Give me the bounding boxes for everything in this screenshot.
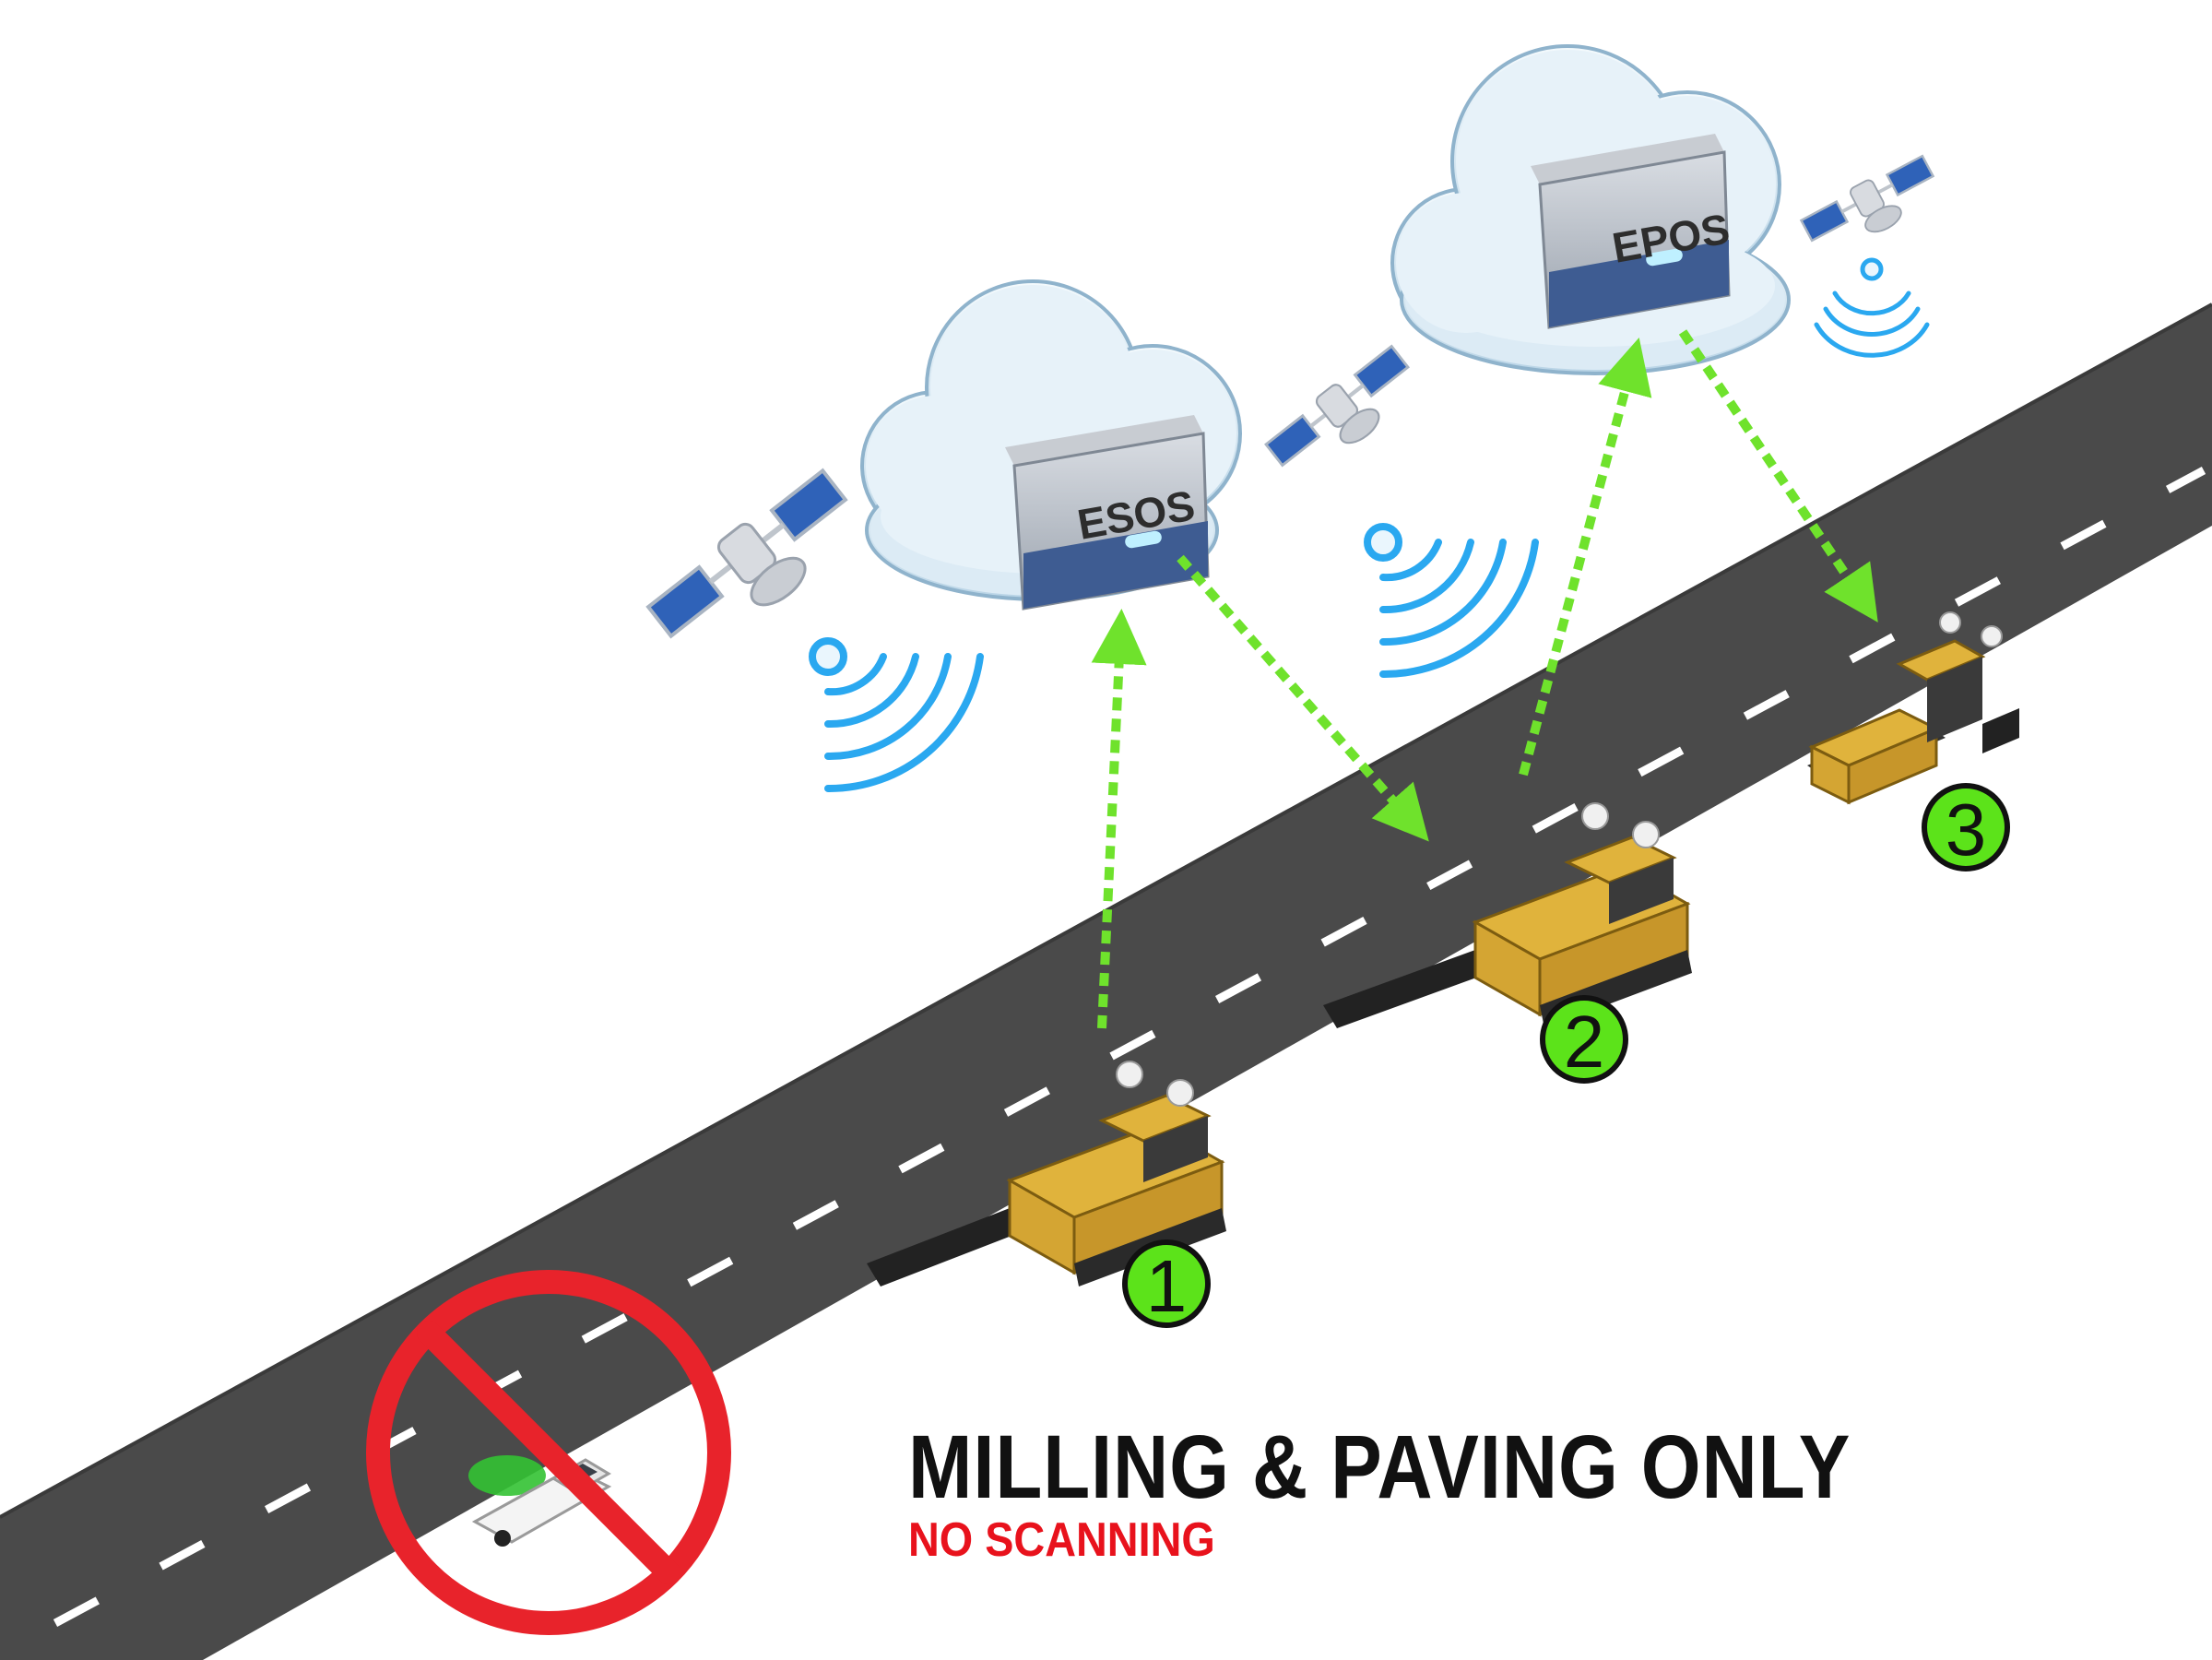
- cloud-server-epos: EPOS: [1390, 44, 1791, 375]
- cloud-server-esos: ESOS: [860, 279, 1242, 611]
- step-number: 2: [1564, 1001, 1605, 1083]
- wifi-signal-icon: [1814, 257, 1930, 358]
- download-arrow-step-3: [1678, 329, 1878, 622]
- milling-machine-icon: [867, 1061, 1226, 1286]
- milling-machine-icon: [1323, 802, 1692, 1028]
- step-badge-2: 2: [1540, 995, 1628, 1084]
- data-flow-arrows: [1091, 329, 1878, 1029]
- paver-icon: [1807, 611, 2019, 805]
- caption-subtitle: NO SCANNING: [908, 1513, 1215, 1567]
- satellite-icon: [1264, 344, 1410, 468]
- step-number: 1: [1146, 1245, 1188, 1327]
- prohibition-sign-icon: [366, 1270, 731, 1635]
- step-badge-3: 3: [1922, 783, 2010, 872]
- download-arrow-step-2: [1177, 554, 1429, 842]
- wifi-signal-icon: [809, 637, 984, 793]
- upload-arrow-step-1: [1091, 609, 1147, 1029]
- satellite-icon: [645, 468, 848, 639]
- step-badge-1: 1: [1122, 1239, 1211, 1328]
- upload-arrow-step-2: [1519, 338, 1652, 777]
- lane-marking: [53, 467, 2206, 1627]
- step-number: 3: [1946, 788, 1987, 871]
- caption-title: MILLING & PAVING ONLY: [908, 1417, 1851, 1517]
- satellite-icon: [1799, 154, 1935, 243]
- wifi-signal-icon: [1364, 523, 1539, 679]
